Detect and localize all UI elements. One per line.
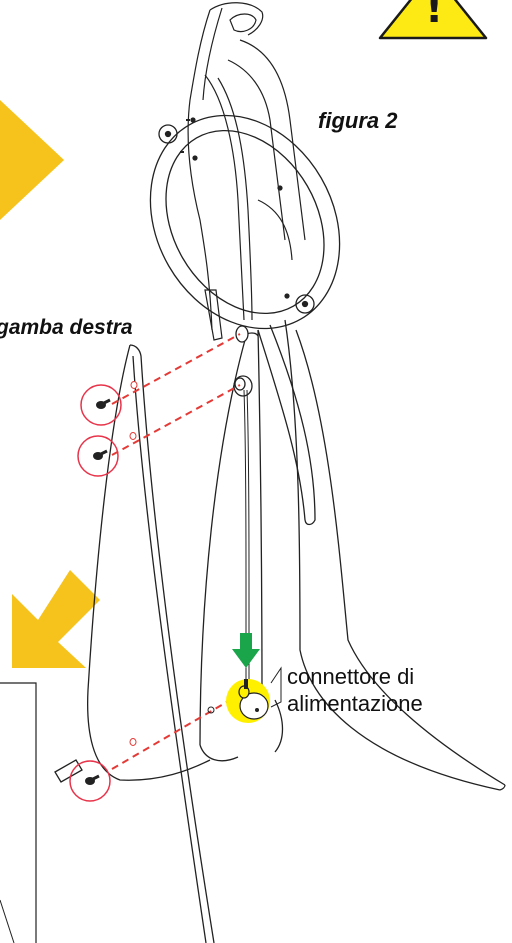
right-leg-panel	[54, 344, 215, 943]
connector-label-line1: connettore di	[287, 664, 415, 689]
mounting-knobs	[233, 325, 253, 397]
connector-leader-line	[270, 666, 282, 708]
screw-top	[80, 384, 122, 426]
power-connector	[207, 679, 270, 723]
connector-label: connettore di alimentazione	[287, 663, 423, 717]
figure-label: figura 2	[318, 108, 398, 133]
warning-triangle-icon	[378, 0, 488, 40]
screw-bottom	[69, 760, 111, 802]
yellow-down-left-arrow	[12, 570, 100, 668]
leg-label: gamba destra	[0, 316, 133, 339]
screw-middle	[77, 435, 119, 477]
top-ring	[149, 114, 341, 330]
right-blade	[284, 319, 506, 791]
inset-box-outline	[0, 682, 37, 943]
top-sculpture	[180, 2, 306, 341]
warning-exclamation: !	[425, 0, 444, 32]
middle-blade	[257, 324, 316, 526]
leg-holes	[129, 381, 138, 746]
yellow-pointer-arrow-top	[0, 100, 64, 220]
alignment-lines	[111, 333, 245, 770]
green-down-arrow	[232, 633, 260, 668]
connector-label-line2: alimentazione	[287, 691, 423, 716]
